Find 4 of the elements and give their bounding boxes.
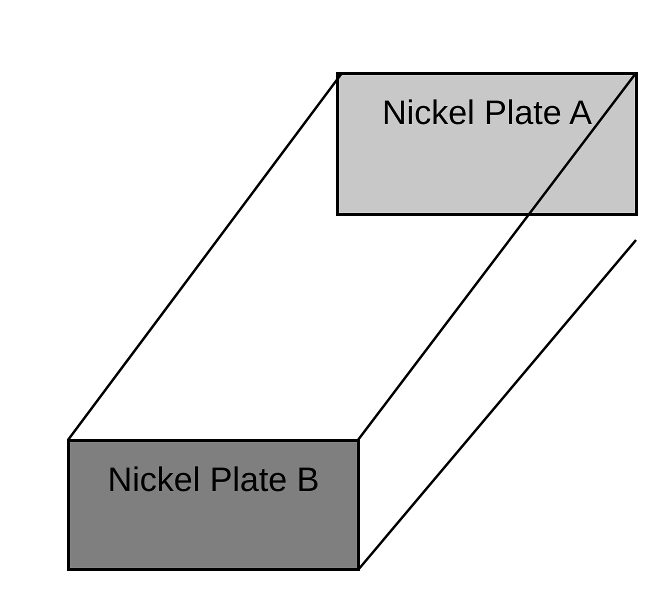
nickel-plate — [336, 72, 638, 216]
plate-label: Nickel Plate A — [381, 93, 593, 134]
nickel-plate — [67, 439, 360, 571]
plate-label: Nickel Plate B — [106, 460, 320, 501]
